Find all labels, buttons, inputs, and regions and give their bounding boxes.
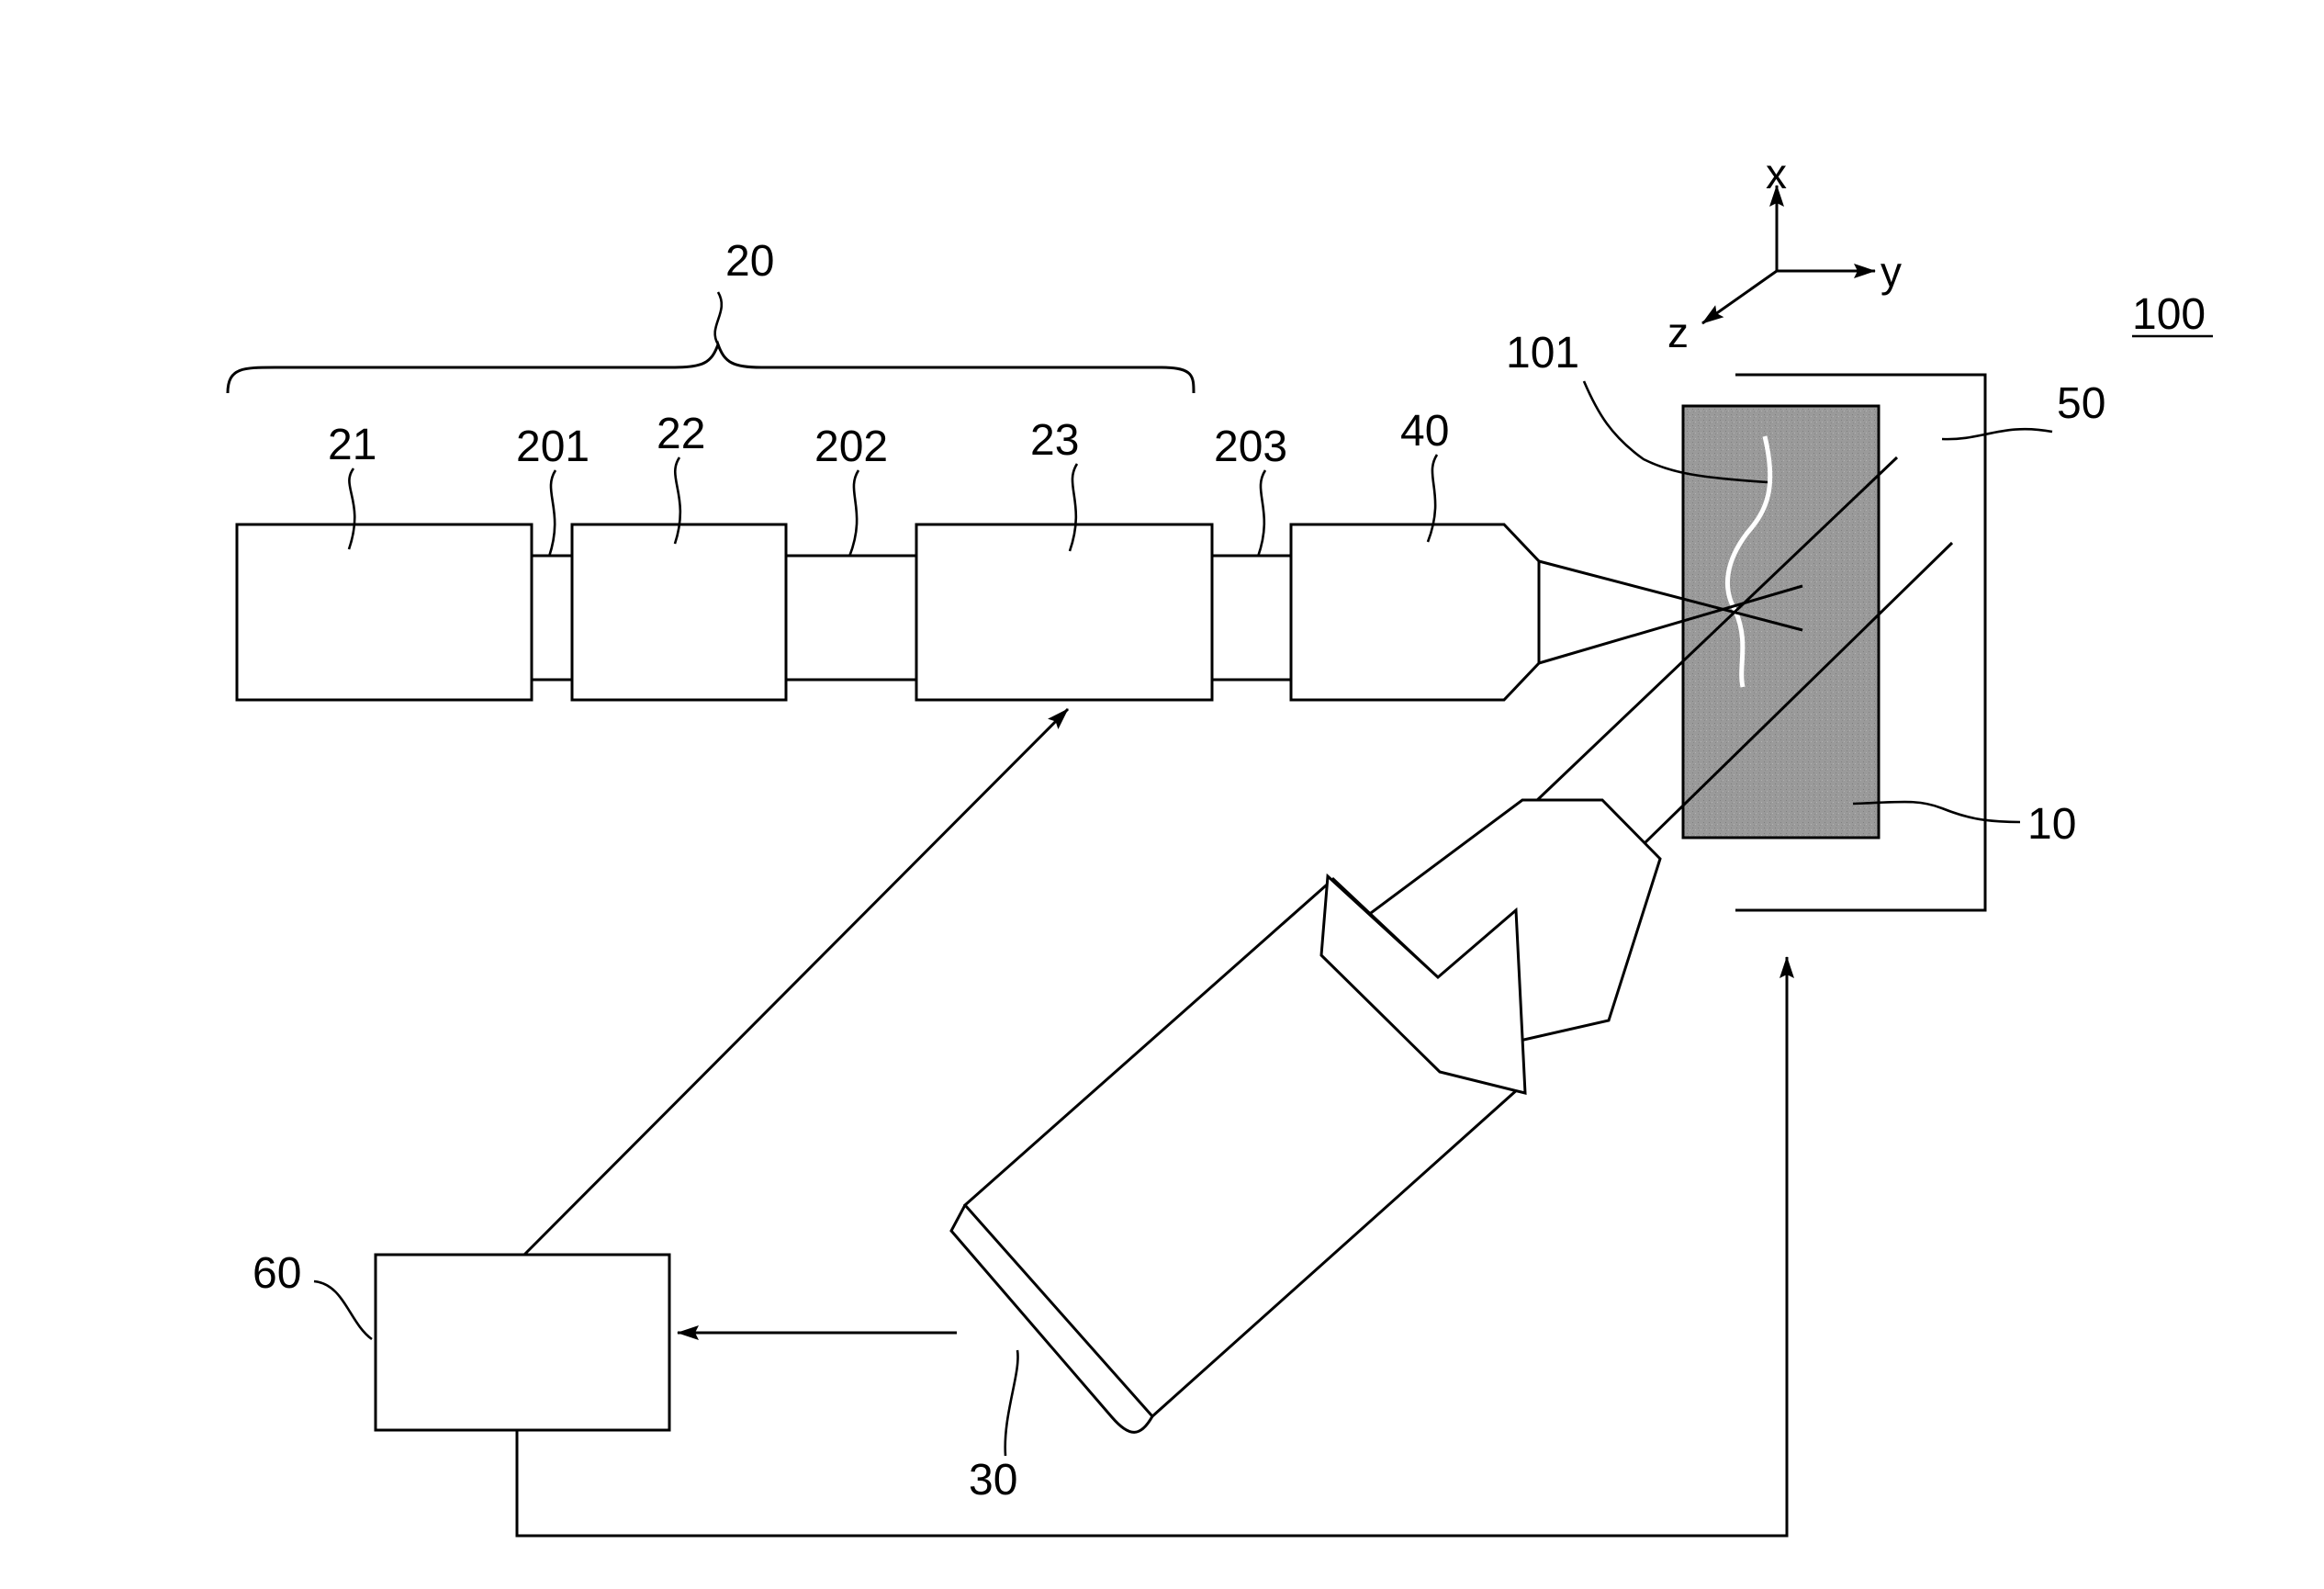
unit-21-label: 21 xyxy=(328,421,376,469)
link-202-label: 202 xyxy=(814,423,888,471)
unit-22-box xyxy=(572,524,786,700)
detector-30-label: 30 xyxy=(969,1456,1017,1504)
chamber-50-label: 50 xyxy=(2057,379,2105,428)
subsystem-brace: 20 xyxy=(228,237,1194,393)
unit-22-label: 22 xyxy=(657,410,705,458)
optic-40-label: 40 xyxy=(1400,407,1449,456)
link-202 xyxy=(786,556,916,680)
unit-23-box xyxy=(916,524,1212,700)
z-axis-label: z xyxy=(1667,309,1689,356)
y-axis-label: y xyxy=(1881,248,1902,296)
controller-60-box xyxy=(376,1255,669,1430)
controller-60-label: 60 xyxy=(253,1249,301,1298)
coordinate-axes: x y z xyxy=(1667,150,1902,356)
link-201-label: 201 xyxy=(516,423,589,471)
optic-40 xyxy=(1291,524,1539,700)
crack-101-label: 101 xyxy=(1506,329,1579,378)
sample-10 xyxy=(1683,406,1879,838)
link-203 xyxy=(1212,556,1291,680)
unit-23-label: 23 xyxy=(1030,416,1079,465)
subsystem-label: 20 xyxy=(725,237,774,286)
x-axis-label: x xyxy=(1766,150,1787,197)
unit-21-box xyxy=(237,524,532,700)
z-axis-arrow xyxy=(1702,271,1777,323)
link-201 xyxy=(532,556,572,680)
system-label: 100 xyxy=(2132,290,2206,339)
control-line-to-23 xyxy=(524,709,1068,1255)
link-203-label: 203 xyxy=(1214,423,1287,471)
sample-10-label: 10 xyxy=(2027,800,2076,849)
